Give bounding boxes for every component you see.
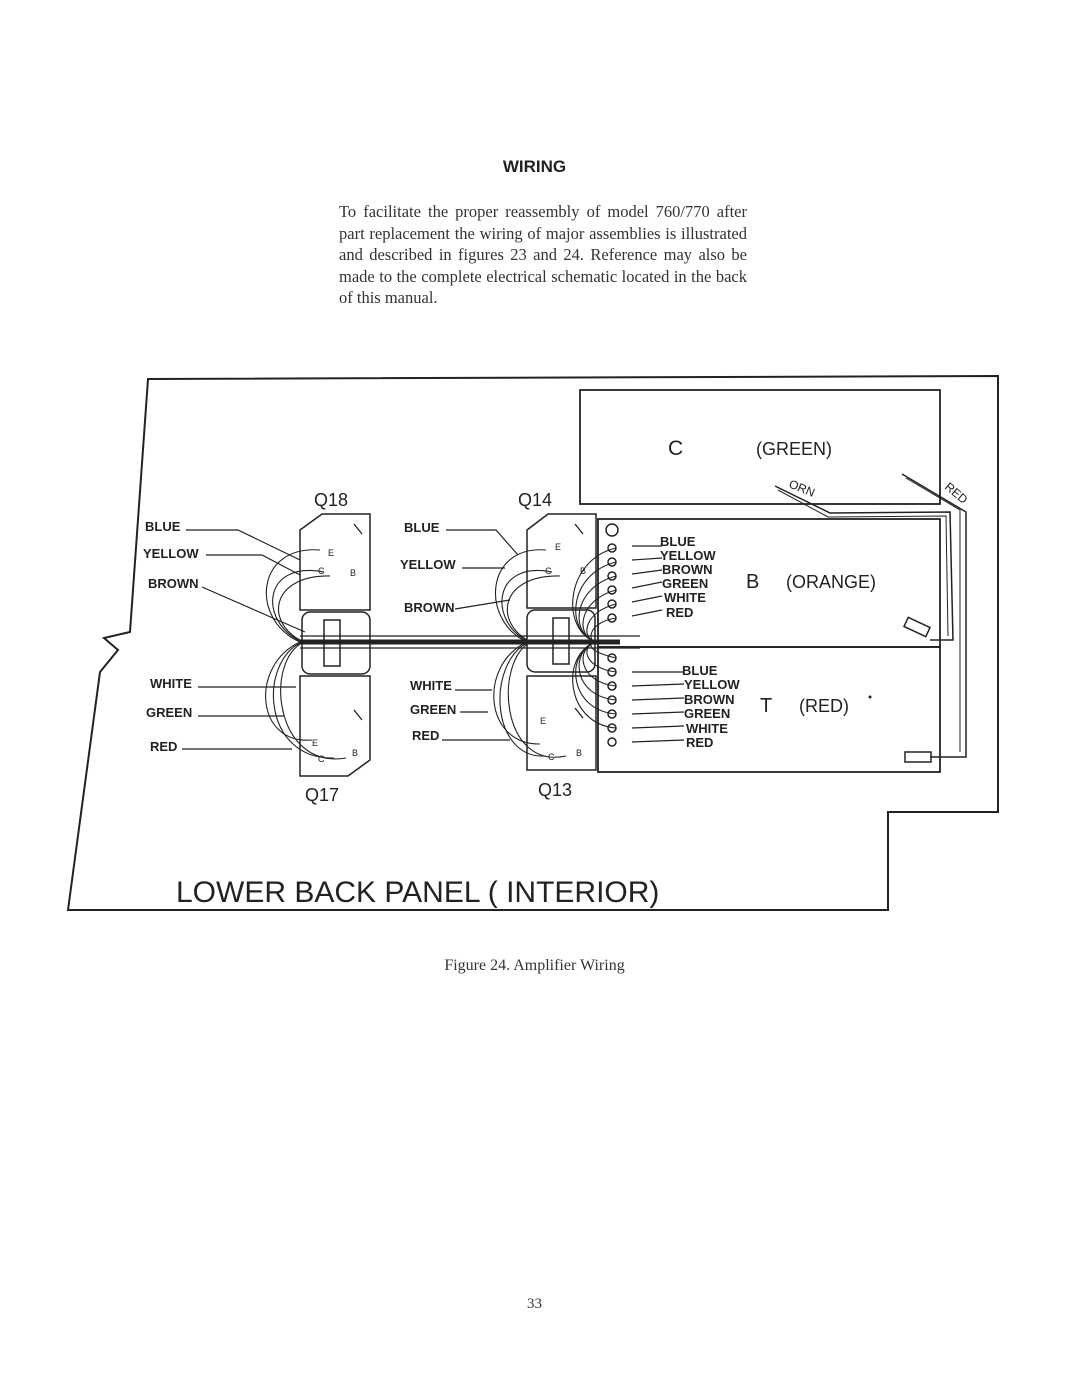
board-b-color-label: (ORANGE) bbox=[786, 572, 876, 592]
q17-pin-b: B bbox=[352, 748, 358, 758]
q17-label: Q17 bbox=[305, 785, 339, 805]
intro-paragraph: To facilitate the proper reassembly of m… bbox=[339, 202, 747, 307]
figure-caption: Figure 24. Amplifier Wiring bbox=[444, 957, 625, 974]
asterisk-mark bbox=[868, 695, 872, 699]
b-wire-label: BLUE bbox=[660, 534, 696, 549]
q14-pin-b: B bbox=[580, 566, 586, 576]
t-wire-label: GREEN bbox=[684, 706, 730, 721]
q17-wire-label: WHITE bbox=[150, 676, 192, 691]
board-t-letter: T bbox=[760, 695, 772, 717]
q13-label: Q13 bbox=[538, 780, 572, 800]
q13-pin-e: E bbox=[540, 716, 546, 726]
page-number: 33 bbox=[527, 1296, 542, 1312]
orn-wire bbox=[774, 485, 954, 641]
orn-wire-2 bbox=[777, 489, 949, 637]
board-c-color-label: (GREEN) bbox=[756, 439, 832, 459]
q18-pin-b: B bbox=[350, 568, 356, 578]
b-wire-fan bbox=[572, 547, 617, 643]
board-b bbox=[597, 518, 941, 648]
board-t-color-label: (RED) bbox=[799, 696, 849, 716]
q18-wire-label: BLUE bbox=[145, 519, 181, 534]
q17-wire-label: RED bbox=[150, 739, 177, 754]
panel-title: LOWER BACK PANEL ( INTERIOR) bbox=[176, 876, 659, 909]
clamp-right-inner bbox=[552, 617, 570, 665]
clamp-left-inner bbox=[323, 619, 341, 667]
board-b-letter: B bbox=[746, 571, 759, 593]
t-wire-label: WHITE bbox=[686, 721, 728, 736]
t-wire-label: BLUE bbox=[682, 663, 718, 678]
page-heading: WIRING bbox=[502, 157, 567, 176]
q18-body bbox=[299, 513, 371, 611]
q13-wire-label: RED bbox=[412, 728, 439, 743]
q14-wire-label: YELLOW bbox=[400, 557, 456, 572]
q18-pin-c: C bbox=[318, 566, 325, 576]
q14-wire-label: BLUE bbox=[404, 520, 440, 535]
board-c bbox=[579, 389, 941, 505]
q13-wire-label: GREEN bbox=[410, 702, 456, 717]
q14-label: Q14 bbox=[518, 490, 552, 510]
t-wire-label: BROWN bbox=[684, 692, 735, 707]
q14-pin-e: E bbox=[555, 542, 561, 552]
q13-wire-label: WHITE bbox=[410, 678, 452, 693]
q18-label: Q18 bbox=[314, 490, 348, 510]
wire-label-red: RED bbox=[942, 480, 971, 507]
t-wire-label: YELLOW bbox=[684, 677, 740, 692]
q14-body bbox=[526, 513, 597, 609]
b-wire-label: RED bbox=[666, 605, 693, 620]
orn-connector bbox=[903, 616, 931, 638]
q18-wire-label: BROWN bbox=[148, 576, 199, 591]
b-wire-label: BROWN bbox=[662, 562, 713, 577]
t-wire-label: RED bbox=[686, 735, 713, 750]
q17-pin-c: C bbox=[318, 754, 325, 764]
leader-lines bbox=[182, 529, 685, 750]
t-wire-fan bbox=[572, 641, 617, 729]
q13-pin-b: B bbox=[576, 748, 582, 758]
q18-pin-e: E bbox=[328, 548, 334, 558]
q17-body bbox=[299, 675, 371, 777]
q17-pin-e: E bbox=[312, 738, 318, 748]
q17-wire-label: GREEN bbox=[146, 705, 192, 720]
b-wire-label: GREEN bbox=[662, 576, 708, 591]
q14-pin-c: C bbox=[545, 566, 552, 576]
q18-wire-label: YELLOW bbox=[143, 546, 199, 561]
board-c-letter: C bbox=[668, 437, 683, 460]
q-wire-loops bbox=[265, 549, 567, 760]
red-wire bbox=[901, 473, 967, 758]
red-wire-2 bbox=[905, 477, 961, 752]
q13-pin-c: C bbox=[548, 752, 555, 762]
red-connector bbox=[904, 751, 932, 763]
q14-wire-label: BROWN bbox=[404, 600, 455, 615]
b-wire-label: WHITE bbox=[664, 590, 706, 605]
wire-label-orn: ORN bbox=[787, 477, 817, 500]
terminal-strip-b bbox=[605, 523, 619, 623]
panel-outline bbox=[66, 374, 999, 911]
b-wire-label: YELLOW bbox=[660, 548, 716, 563]
